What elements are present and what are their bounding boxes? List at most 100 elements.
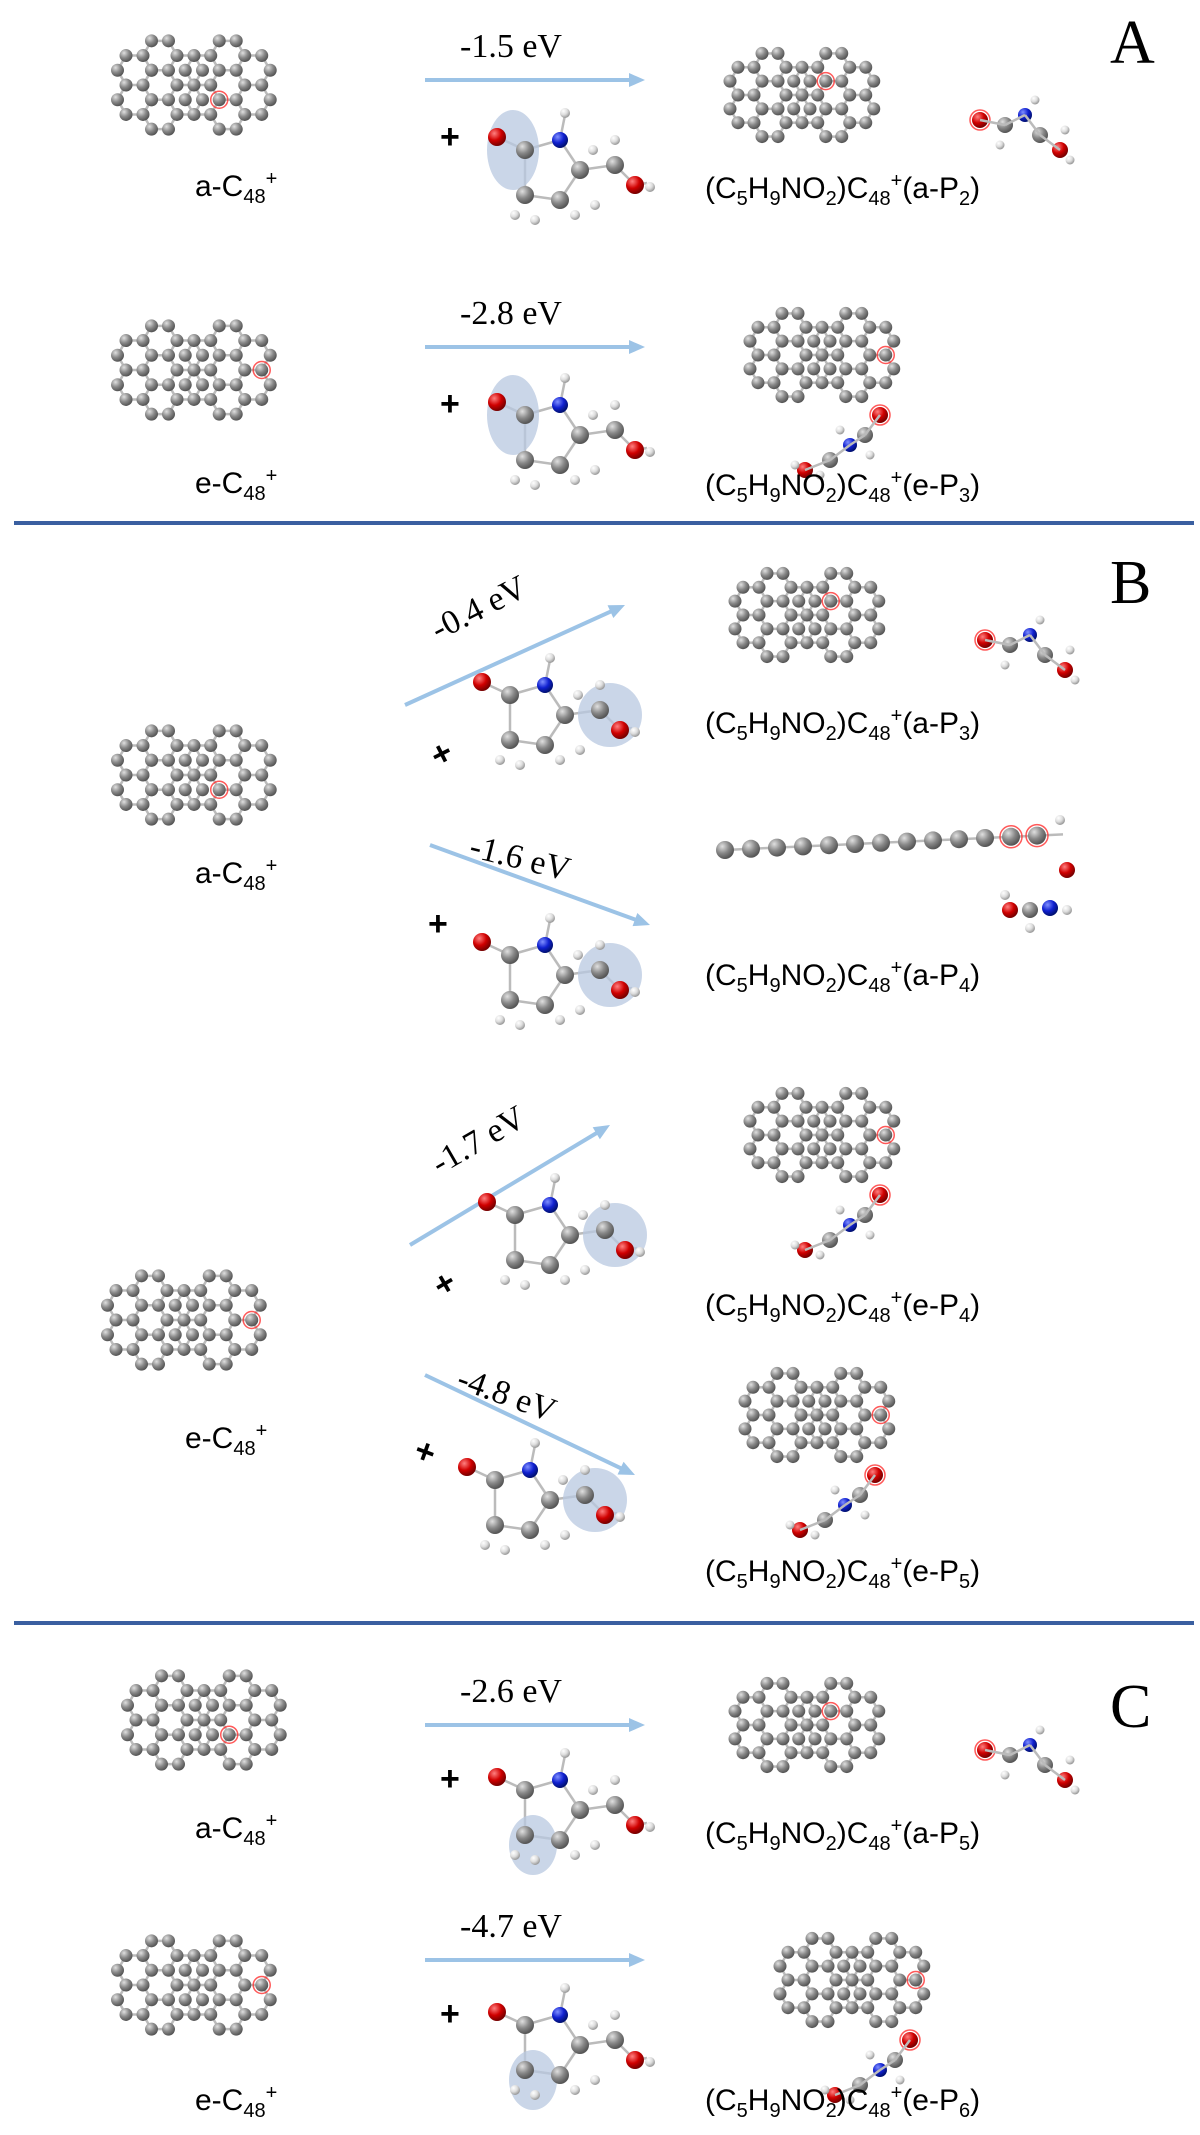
carbon-atom	[212, 122, 226, 136]
carbon-atom	[162, 122, 175, 136]
carbon-atom	[839, 334, 853, 348]
carbon-atom	[111, 783, 124, 797]
arrow-head	[629, 340, 645, 354]
nitrogen-atom	[537, 677, 553, 693]
hydrogen-atom	[560, 1530, 570, 1540]
carbon-atom	[716, 841, 734, 859]
hydrogen-atom	[610, 400, 620, 410]
carbon-atom	[823, 1114, 837, 1128]
carbon-atom	[206, 1728, 219, 1742]
carbon-atom	[728, 594, 742, 608]
oxygen-atom	[488, 393, 506, 411]
carbon-atom	[815, 348, 829, 362]
carbon-atom	[760, 1676, 774, 1690]
arrow-head	[629, 1718, 645, 1732]
carbon-atom	[815, 1128, 829, 1142]
product-molecule-a-p5	[728, 1676, 1080, 1795]
carbon-atom	[121, 1698, 134, 1712]
carbon-atom	[771, 130, 785, 144]
carbon-atom	[516, 1781, 534, 1799]
carbon-atom	[794, 1436, 808, 1450]
carbon-atom	[606, 1796, 624, 1814]
carbon-atom	[521, 1521, 539, 1539]
carbon-atom	[551, 456, 569, 474]
carbon-atom	[229, 319, 243, 333]
carbon-atom	[168, 1328, 182, 1342]
carbon-atom	[746, 1436, 760, 1450]
carbon-atom	[824, 1732, 838, 1746]
carbon-atom	[816, 1746, 830, 1760]
carbon-atom	[135, 1298, 148, 1312]
carbon-atom	[872, 1704, 886, 1718]
carbon-atom	[180, 1684, 194, 1698]
carbon-atom	[178, 378, 192, 392]
carbon-atom	[850, 1394, 864, 1408]
carbon-atom	[101, 1328, 114, 1342]
carbon-atom	[170, 334, 184, 348]
carbon-atom	[893, 2001, 907, 2015]
carbon-atom	[736, 608, 750, 622]
carbon-atom	[800, 1718, 814, 1732]
carbon-atom	[172, 1728, 185, 1742]
carbon-atom	[839, 1086, 853, 1100]
carbon-atom	[779, 88, 793, 102]
carbon-atom	[187, 49, 201, 63]
carbon-atom	[743, 1142, 757, 1156]
hydrogen-atom	[1000, 1770, 1010, 1780]
carbon-atom	[834, 1394, 848, 1408]
reactive-site-marker	[816, 71, 835, 91]
carbon-atom	[723, 74, 737, 88]
carbon-atom	[152, 1298, 165, 1312]
reactant-molecule-e-c48	[111, 1934, 277, 2036]
carbon-atom	[795, 60, 809, 74]
carbon-atom	[867, 102, 881, 116]
carbon-atom	[823, 362, 837, 376]
carbon-atom	[767, 376, 781, 390]
carbon-atom	[265, 1742, 279, 1756]
hydrogen-atom	[570, 2085, 580, 2095]
hydrogen-atom	[588, 2020, 598, 2030]
carbon-atom	[885, 1987, 899, 2001]
carbon-atom	[898, 832, 916, 851]
carbon-atom	[879, 348, 893, 362]
carbon-atom	[263, 1963, 277, 1977]
bond	[804, 458, 831, 472]
carbon-atom	[820, 836, 838, 855]
hydrogen-atom	[865, 2050, 875, 2060]
carbon-atom	[219, 1328, 233, 1342]
carbon-atom	[864, 1718, 878, 1732]
carbon-atom	[863, 1128, 877, 1142]
carbon-atom	[238, 2007, 252, 2021]
carbon-atom	[776, 1732, 790, 1746]
arrow-head	[617, 1461, 635, 1475]
carbon-atom	[869, 2015, 883, 2029]
bond	[1029, 634, 1046, 656]
hydrogen-atom	[845, 2095, 855, 2105]
carbon-atom	[775, 1142, 789, 1156]
product-label: (C5H9NO2)C48+(e-P5)	[705, 1553, 981, 1593]
product-molecule-e-p4	[743, 1086, 901, 1260]
carbon-atom	[168, 1298, 182, 1312]
carbon-atom	[219, 1298, 233, 1312]
arrow-shaft	[408, 1128, 603, 1247]
carbon-atom	[760, 1760, 774, 1774]
carbon-atom	[821, 2015, 835, 2029]
carbon-atom	[770, 1366, 784, 1380]
carbon-atom	[591, 961, 609, 979]
reaction-arrow	[425, 1953, 645, 1967]
carbon-atom	[762, 1436, 776, 1450]
carbon-atom	[776, 622, 790, 636]
carbon-atom	[784, 580, 798, 594]
reaction-arrow	[425, 340, 645, 354]
carbon-atom	[872, 1732, 886, 1746]
reactive-site-marker	[209, 780, 229, 799]
pyroglutaminol-molecule	[487, 108, 655, 225]
carbon-atom	[845, 1973, 859, 1987]
carbon-atom	[909, 1945, 923, 1959]
bond	[859, 2069, 881, 2086]
carbon-atom	[263, 93, 277, 107]
bond	[984, 1748, 1011, 1757]
carbon-atom	[204, 1949, 218, 1963]
carbon-atom	[516, 2061, 534, 2079]
carbon-atom	[885, 1959, 899, 1973]
